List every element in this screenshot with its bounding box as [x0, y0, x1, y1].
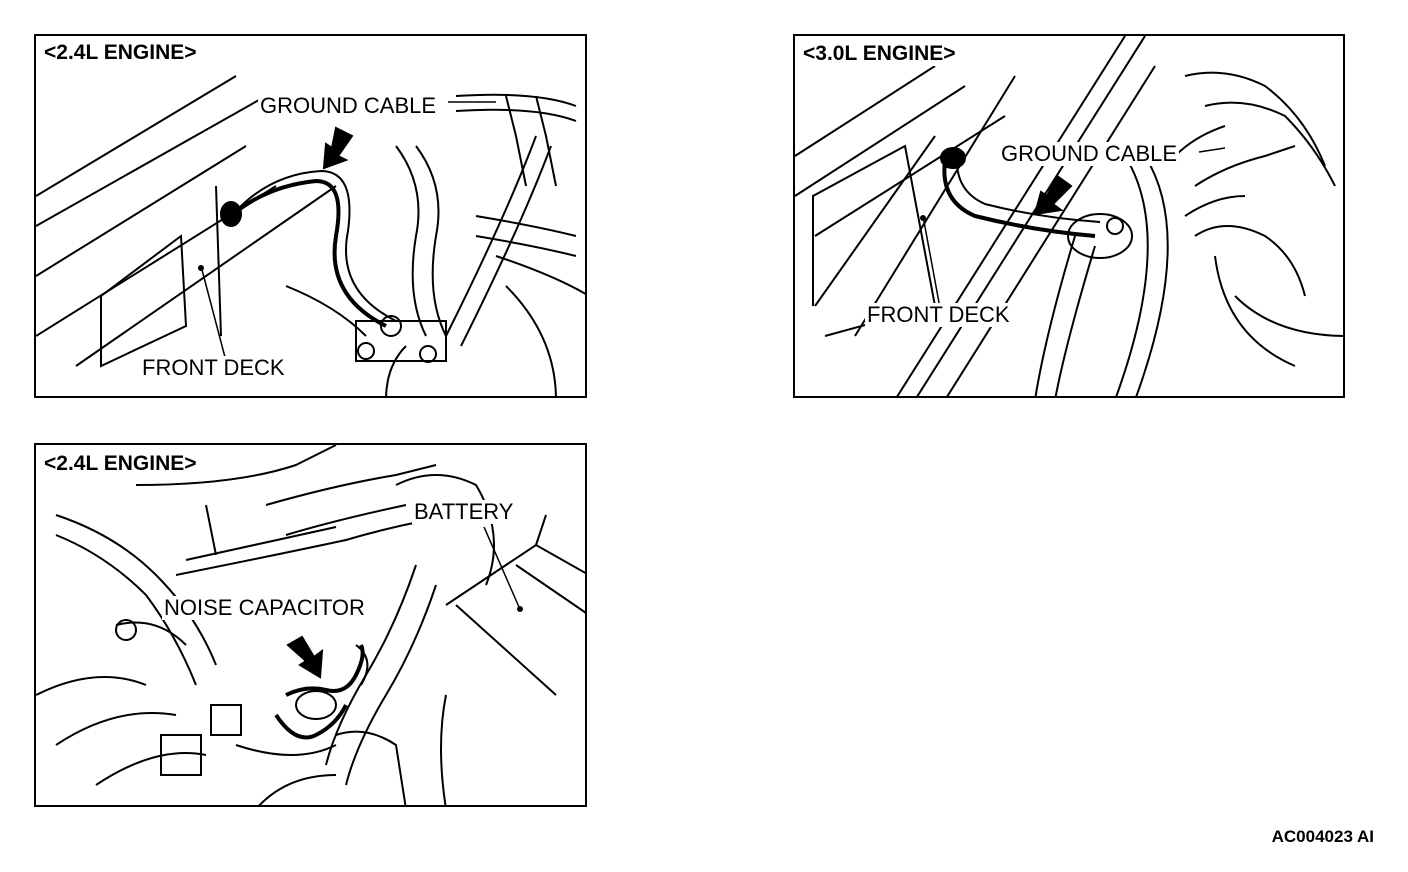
ground-cable-label: GROUND CABLE — [258, 93, 439, 118]
front-deck-label: FRONT DECK — [140, 355, 287, 380]
panel-24l-noise-capacitor: <2.4L ENGINE> BATTERY NOISE CAPACITOR — [34, 443, 587, 807]
diagram-24l-ground-cable — [36, 75, 585, 396]
front-deck-label: FRONT DECK — [865, 302, 1012, 327]
battery-label: BATTERY — [412, 499, 516, 524]
diagram-30l-ground-cable — [795, 36, 1343, 396]
panel-title: <2.4L ENGINE> — [42, 452, 199, 476]
panel-title: <2.4L ENGINE> — [42, 41, 199, 65]
figure-id: AC004023 AI — [1271, 827, 1374, 846]
panel-30l-ground-cable: <3.0L ENGINE> GROUND CABLE FRONT DECK — [793, 34, 1345, 398]
ground-cable-label: GROUND CABLE — [999, 141, 1180, 166]
noise-capacitor-label: NOISE CAPACITOR — [162, 595, 367, 620]
diagram-24l-noise-capacitor — [36, 445, 585, 805]
panel-24l-ground-cable: <2.4L ENGINE> GROUND CABLE FRONT DECK — [34, 34, 587, 398]
panel-title: <3.0L ENGINE> — [801, 42, 958, 66]
